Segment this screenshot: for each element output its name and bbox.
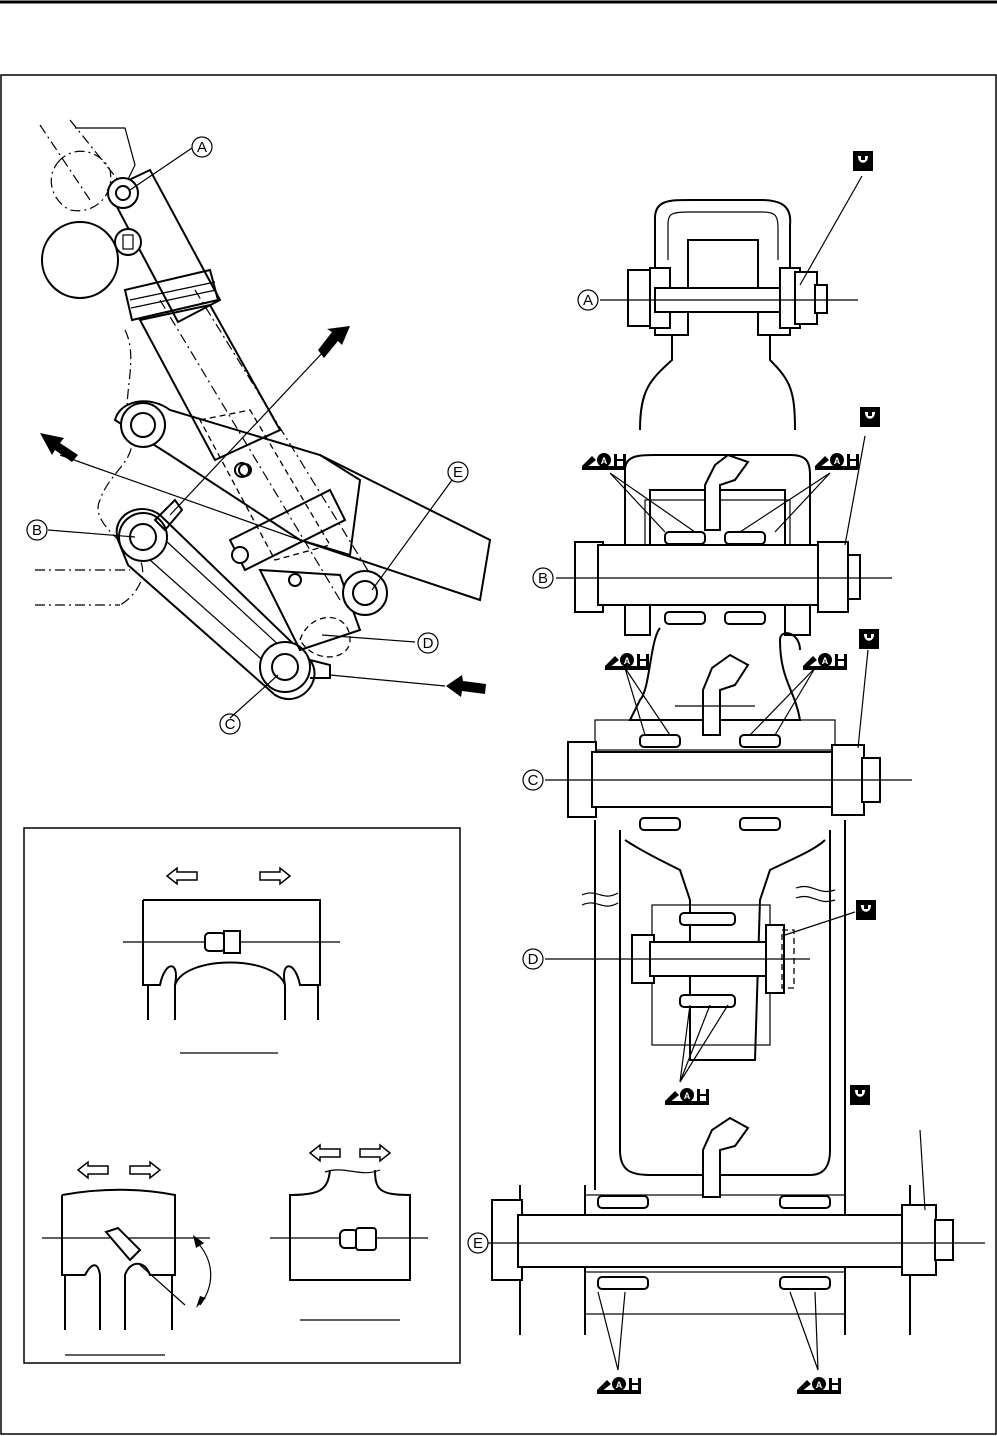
callout-E-right: E xyxy=(468,1233,488,1253)
torque-wrench-icon xyxy=(856,900,876,920)
grease-lube-icon: A xyxy=(597,1377,641,1394)
callout-B-right: B xyxy=(533,568,553,588)
direction-arrow-icon xyxy=(310,1145,340,1161)
grease-lube-icon: A xyxy=(815,453,859,470)
direction-arrow-icon xyxy=(360,1145,390,1161)
side-view-linkage xyxy=(35,120,490,718)
section-A xyxy=(600,176,862,430)
svg-text:C: C xyxy=(528,772,539,789)
grease-lube-icon: A xyxy=(797,1377,841,1394)
pointer-arrow-icon xyxy=(446,675,486,697)
grease-lube-icon: A xyxy=(582,453,626,470)
svg-text:E: E xyxy=(453,464,463,481)
section-D xyxy=(545,905,855,1082)
lube-symbol-letter: A xyxy=(684,1091,691,1101)
lube-symbol-letter: A xyxy=(616,1380,623,1390)
svg-text:E: E xyxy=(473,1235,483,1252)
torque-wrench-icon xyxy=(850,1085,870,1105)
grease-nipple-inset xyxy=(24,828,460,1363)
section-C xyxy=(545,628,912,830)
pointer-arrow-icon xyxy=(40,433,78,462)
direction-arrow-icon xyxy=(167,868,197,884)
direction-arrow-icon xyxy=(78,1162,108,1178)
callout-A-right: A xyxy=(578,290,598,310)
lube-symbol-letter: A xyxy=(822,656,829,666)
grease-lube-icon: A xyxy=(665,1088,709,1105)
svg-text:D: D xyxy=(528,951,539,968)
grease-lube-icon: A xyxy=(803,653,847,670)
direction-arrow-icon xyxy=(260,868,290,884)
lube-symbol-letter: A xyxy=(816,1380,823,1390)
svg-text:B: B xyxy=(32,522,42,539)
lube-symbol-letter: A xyxy=(624,656,631,666)
callout-C-left: C xyxy=(220,714,240,734)
callout-E-left: E xyxy=(448,462,468,482)
callout-D-left: D xyxy=(418,633,438,653)
svg-text:B: B xyxy=(538,570,548,587)
grease-lube-icon: A xyxy=(605,653,649,670)
lube-symbol-letter: A xyxy=(601,456,608,466)
callout-D-right: D xyxy=(523,949,543,969)
torque-wrench-icon xyxy=(859,629,879,649)
direction-arrow-icon xyxy=(130,1162,160,1178)
torque-wrench-icon xyxy=(853,151,873,171)
svg-text:A: A xyxy=(583,292,593,309)
svg-text:D: D xyxy=(423,635,434,652)
lube-symbol-letter: A xyxy=(834,456,841,466)
section-E xyxy=(488,1118,985,1370)
callout-B-left: B xyxy=(27,520,47,540)
pointer-arrow-icon xyxy=(318,326,350,358)
callout-A-left: A xyxy=(192,137,212,157)
svg-text:A: A xyxy=(197,139,207,156)
torque-wrench-icon xyxy=(860,407,880,427)
callout-C-right: C xyxy=(523,770,543,790)
svg-text:C: C xyxy=(225,716,236,733)
